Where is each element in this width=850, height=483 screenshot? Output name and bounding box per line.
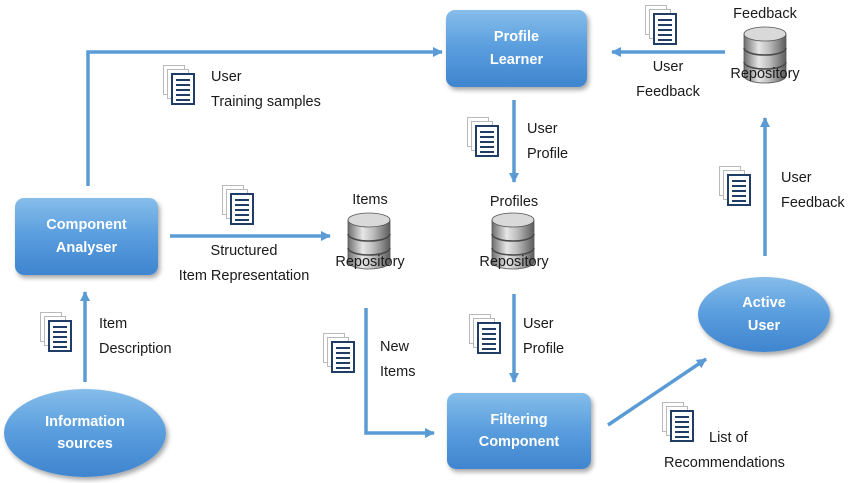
user-profile-bottom-label: User Profile bbox=[523, 312, 564, 361]
document-icon bbox=[222, 185, 254, 225]
item-description-label: Item Description bbox=[99, 312, 172, 361]
node-label-line: Profile bbox=[493, 29, 540, 46]
label-line: Feedback bbox=[781, 194, 845, 211]
label-line: Item bbox=[99, 316, 128, 332]
label-line: User bbox=[527, 121, 558, 137]
label-line: Repository bbox=[335, 253, 405, 270]
document-icon bbox=[719, 166, 751, 206]
label-line: Feedback bbox=[636, 83, 700, 100]
label-line: Training samples bbox=[211, 93, 321, 110]
list-of-recommendations-label: List of Recommendations bbox=[664, 426, 785, 475]
label-line: Item Representation bbox=[178, 267, 310, 284]
document-icon bbox=[323, 333, 355, 373]
database-icon bbox=[347, 212, 391, 270]
node-label-line: Component bbox=[46, 217, 127, 234]
document-icon bbox=[662, 402, 694, 442]
arrow-filtering-to-active-user bbox=[607, 357, 707, 427]
label-line: Profiles bbox=[489, 194, 539, 210]
arrow-analyser-to-profile-learner bbox=[86, 47, 443, 186]
user-feedback-top-label: User Feedback bbox=[622, 55, 714, 104]
label-line: User bbox=[211, 69, 242, 85]
node-label-line: Learner bbox=[489, 51, 544, 68]
label-line: Profile bbox=[527, 145, 569, 162]
node-label-line: User bbox=[747, 317, 781, 334]
label-line: Repository bbox=[479, 253, 549, 270]
label-line: New bbox=[380, 339, 410, 355]
node-label-line: Analyser bbox=[55, 239, 118, 256]
label-line: Description bbox=[99, 340, 172, 357]
database-icon bbox=[491, 212, 535, 270]
new-items-label: New Items bbox=[380, 335, 415, 384]
items-repository-label: Items Repository bbox=[322, 191, 418, 272]
label-line: User bbox=[523, 316, 554, 332]
label-line: User bbox=[781, 170, 812, 186]
user-profile-top-label: User Profile bbox=[527, 117, 568, 166]
structured-item-representation-label: Structured Item Representation bbox=[165, 239, 323, 288]
label-line: Feedback bbox=[733, 6, 797, 22]
node-label-line: Active bbox=[742, 295, 786, 312]
label-line: List of bbox=[709, 430, 748, 446]
user-training-samples-label: User Training samples bbox=[211, 65, 321, 114]
profiles-repository-label: Profiles Repository bbox=[466, 193, 562, 272]
label-line: Items bbox=[352, 192, 388, 208]
document-icon bbox=[645, 5, 677, 45]
database-icon bbox=[743, 26, 787, 84]
user-feedback-right-label: User Feedback bbox=[781, 166, 845, 215]
label-line: Items bbox=[380, 363, 416, 380]
node-label-line: Information bbox=[45, 413, 125, 430]
arrow-items-repo-to-filtering bbox=[364, 308, 435, 438]
information-sources-node: Information sources bbox=[4, 389, 166, 477]
label-line: Repository bbox=[730, 65, 800, 82]
label-line: Profile bbox=[523, 340, 565, 357]
node-label-line: Filtering bbox=[490, 411, 548, 428]
feedback-repository-label: Feedback Repository bbox=[718, 5, 812, 84]
label-line: User bbox=[652, 59, 684, 75]
document-icon bbox=[467, 117, 499, 157]
document-icon bbox=[163, 65, 195, 105]
label-line: Recommendations bbox=[664, 454, 785, 471]
label-line: Structured bbox=[210, 243, 278, 259]
document-icon bbox=[40, 312, 72, 352]
node-label-line: Component bbox=[478, 434, 560, 450]
node-label-line: sources bbox=[57, 436, 113, 452]
document-icon bbox=[469, 314, 501, 354]
